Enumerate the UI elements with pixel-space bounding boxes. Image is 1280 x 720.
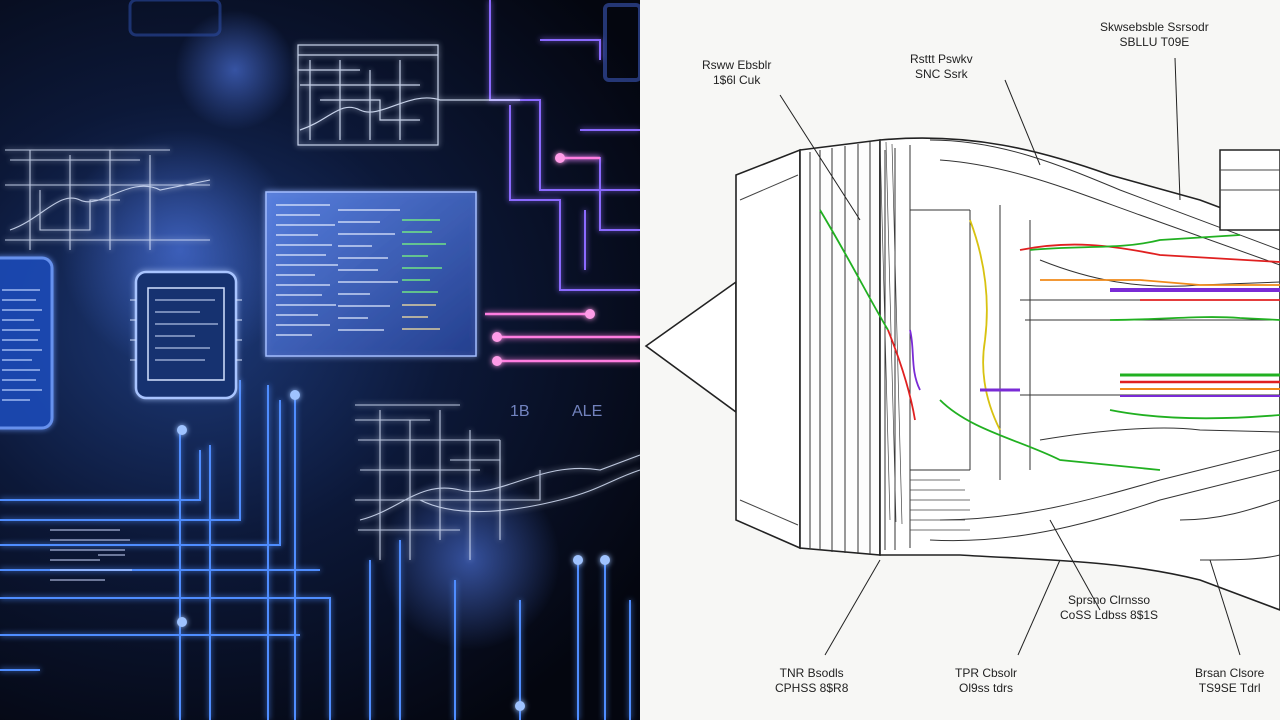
holo-schematic: [355, 404, 640, 560]
circuit-node: [585, 309, 595, 319]
glow-panel: [0, 256, 54, 430]
pink-traces: [485, 156, 640, 363]
blue-nodes: [177, 390, 610, 711]
circuit-node: [492, 332, 502, 342]
engine-diagram-panel: Rsww Ebsblr 1$6l Cuk Rsttt Pswkv SNC Ssr…: [640, 0, 1280, 720]
holo-ticks: [50, 529, 132, 581]
pink-nodes: [492, 153, 595, 366]
glow-blob: [60, 130, 300, 370]
callout-label: Sprsno Clrnsso CoSS Ldbss 8$1S: [1060, 593, 1158, 623]
callout-line: SNC Ssrk: [915, 67, 968, 81]
inlet-cowl: [735, 148, 801, 550]
callout-line: Rsttt Pswkv: [910, 52, 973, 66]
holo-code-white: [276, 204, 400, 336]
callout-label: Brsan Clsore TS9SE Tdrl: [1195, 666, 1264, 696]
callout-line: 1$6l Cuk: [712, 73, 761, 87]
circuit-hologram-panel: 1B ALE: [0, 0, 640, 720]
circuit-node: [600, 555, 610, 565]
holo-code-yellow: [402, 304, 440, 330]
callout-line: Ol9ss tdrs: [959, 681, 1014, 695]
callout-line: Sprsno Clrnsso: [1068, 593, 1151, 607]
callout-label: Rsttt Pswkv SNC Ssrk: [910, 52, 973, 82]
frame-block: [128, 0, 222, 37]
colored-wiring: [819, 209, 1280, 471]
hatched-parts: [879, 139, 970, 531]
fan-blades: [809, 142, 871, 555]
callout-label: Rsww Ebsblr 1$6l Cuk: [702, 58, 771, 88]
circuit-node: [492, 356, 502, 366]
circuit-artwork: 1B ALE: [0, 0, 640, 720]
callout-label: TPR Cbsolr Ol9ss tdrs: [955, 666, 1017, 696]
holo-tag: 1B: [510, 403, 530, 420]
chip-lines: [130, 299, 242, 361]
glow-blob: [175, 10, 295, 130]
callout-line: Rsww Ebsblr: [702, 58, 772, 72]
holo-chart-top: [297, 44, 520, 146]
fan-case: [799, 139, 881, 556]
callout-label: TNR Bsodls CPHSS 8$R8: [775, 666, 848, 696]
leader-lines: [779, 57, 1241, 656]
holo-chart-left: [5, 149, 211, 250]
circuit-node: [555, 153, 565, 163]
circuit-node: [177, 425, 187, 435]
chip-inner: [147, 287, 225, 381]
callout-line: TPR Cbsolr: [955, 666, 1018, 680]
callout-line: Skwsebsble Ssrsodr: [1100, 20, 1209, 34]
circuit-node: [573, 555, 583, 565]
circuit-node: [515, 701, 525, 711]
callout-line: CPHSS 8$R8: [775, 681, 849, 695]
holo-screen: [265, 191, 477, 357]
callout-line: TNR Bsodls: [779, 666, 844, 680]
circuit-traces: [0, 380, 631, 720]
callout-line: SBLLU T09E: [1119, 35, 1190, 49]
frame-block: [603, 3, 640, 82]
callout-line: TS9SE Tdrl: [1198, 681, 1261, 695]
holo-tag-2: ALE: [572, 403, 602, 420]
callout-line: CoSS Ldbss 8$1S: [1060, 608, 1159, 622]
violet-traces: [489, 0, 640, 291]
engine-drawing: [644, 57, 1280, 656]
circuit-node: [177, 617, 187, 627]
engine-internals: [884, 139, 1280, 561]
callout-label: Skwsebsble Ssrsodr SBLLU T09E: [1100, 20, 1209, 50]
chip-module: [134, 270, 238, 400]
callout-line: Brsan Clsore: [1195, 666, 1265, 680]
circuit-node: [290, 390, 300, 400]
glow-panel-text: [2, 289, 42, 401]
nose-cone: [644, 280, 737, 414]
holo-code-green: [402, 219, 446, 293]
